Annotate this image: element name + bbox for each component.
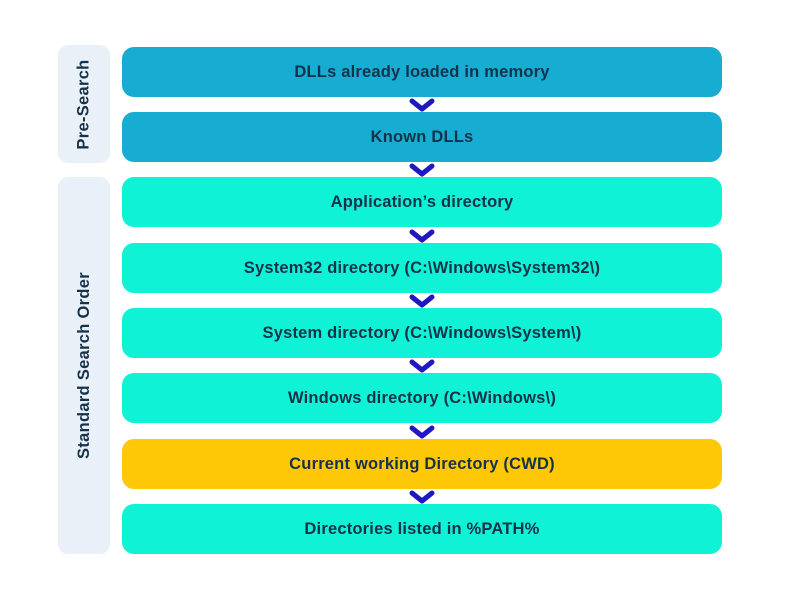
flow-box-current-working-directory: Current working Directory (CWD) <box>122 439 722 489</box>
flow-box-label: Known DLLs <box>370 127 474 146</box>
flow-box-dlls-loaded-in-memory: DLLs already loaded in memory <box>122 47 722 97</box>
flow-box-label: Application’s directory <box>330 192 514 211</box>
chevron-down-icon <box>408 162 436 177</box>
flow-box-known-dlls: Known DLLs <box>122 112 722 162</box>
chevron-down-icon <box>408 489 436 504</box>
group-rail-pre-search: Pre-Search <box>58 45 110 163</box>
flow-box-label: Current working Directory (CWD) <box>289 454 555 473</box>
flow-box-label: System directory (C:\Windows\System\) <box>262 323 582 342</box>
flow-box-path-directories: Directories listed in %PATH% <box>122 504 722 554</box>
chevron-down-icon <box>408 424 436 439</box>
chevron-down-icon <box>408 293 436 308</box>
flow-box-windows-directory: Windows directory (C:\Windows\) <box>122 373 722 423</box>
flow-box-application-directory: Application’s directory <box>122 177 722 227</box>
group-label-standard-search-order: Standard Search Order <box>74 272 93 459</box>
chevron-down-icon <box>408 228 436 243</box>
chevron-down-icon <box>408 358 436 373</box>
chevron-down-icon <box>408 97 436 112</box>
group-label-pre-search: Pre-Search <box>74 58 93 150</box>
group-rail-standard-search-order: Standard Search Order <box>58 177 110 554</box>
flow-box-system32-directory: System32 directory (C:\Windows\System32\… <box>122 243 722 293</box>
flow-box-label: DLLs already loaded in memory <box>294 62 550 81</box>
flow-box-label: Windows directory (C:\Windows\) <box>287 388 557 407</box>
flow-box-label: System32 directory (C:\Windows\System32\… <box>243 258 601 277</box>
flow-box-label: Directories listed in %PATH% <box>304 519 540 538</box>
flow-box-system-directory: System directory (C:\Windows\System\) <box>122 308 722 358</box>
